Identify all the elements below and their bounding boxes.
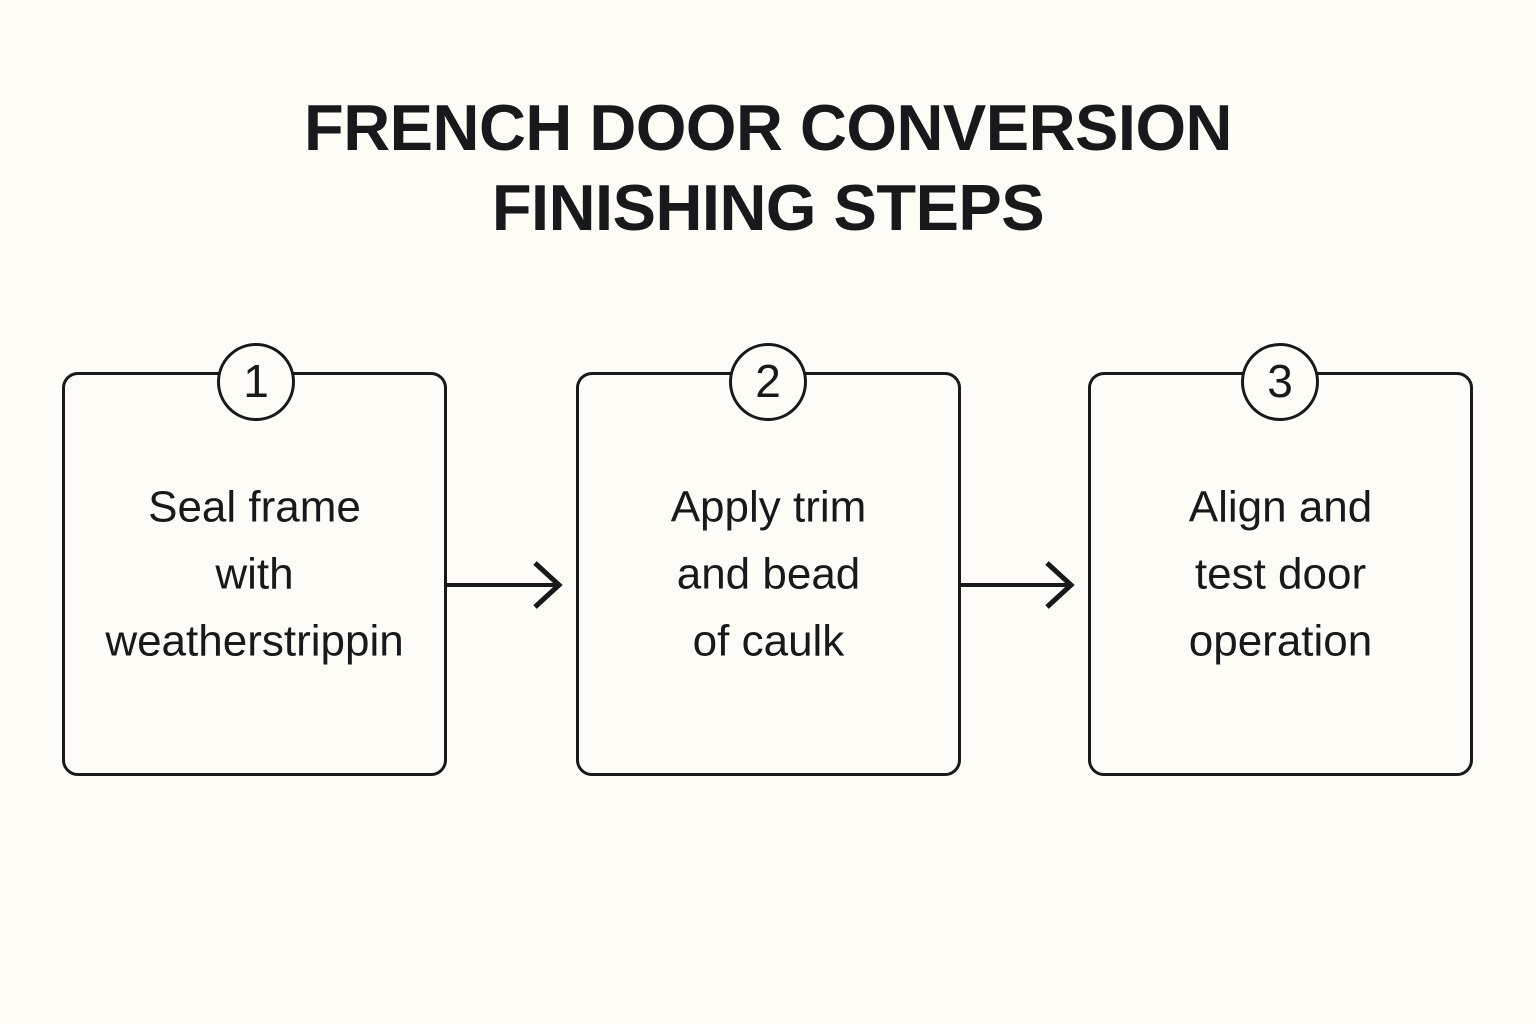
step-card-1[interactable]: Seal frame with weatherstrippin: [62, 372, 447, 776]
step-card-3[interactable]: Align and test door operation: [1088, 372, 1473, 776]
arrow-right-icon-2: [958, 555, 1088, 615]
step-number-badge-2-value: 2: [755, 355, 781, 407]
page-title: FRENCH DOOR CONVERSION FINISHING STEPS: [0, 88, 1536, 248]
page-title-line-2: FINISHING STEPS: [491, 171, 1045, 244]
arrow-right-icon-1: [447, 555, 576, 615]
step-number-badge-1: 1: [217, 343, 295, 421]
page-title-line-1: FRENCH DOOR CONVERSION: [304, 91, 1232, 164]
step-number-badge-3-value: 3: [1267, 355, 1293, 407]
step-number-badge-3: 3: [1241, 343, 1319, 421]
step-card-3-label: Align and test door operation: [1188, 482, 1373, 666]
step-card-2-label: Apply trim and bead of caulk: [670, 482, 867, 666]
step-number-badge-2: 2: [729, 343, 807, 421]
step-card-1-label: Seal frame with weatherstrippin: [105, 482, 404, 666]
step-card-2[interactable]: Apply trim and bead of caulk: [576, 372, 961, 776]
step-number-badge-1-value: 1: [243, 355, 269, 407]
